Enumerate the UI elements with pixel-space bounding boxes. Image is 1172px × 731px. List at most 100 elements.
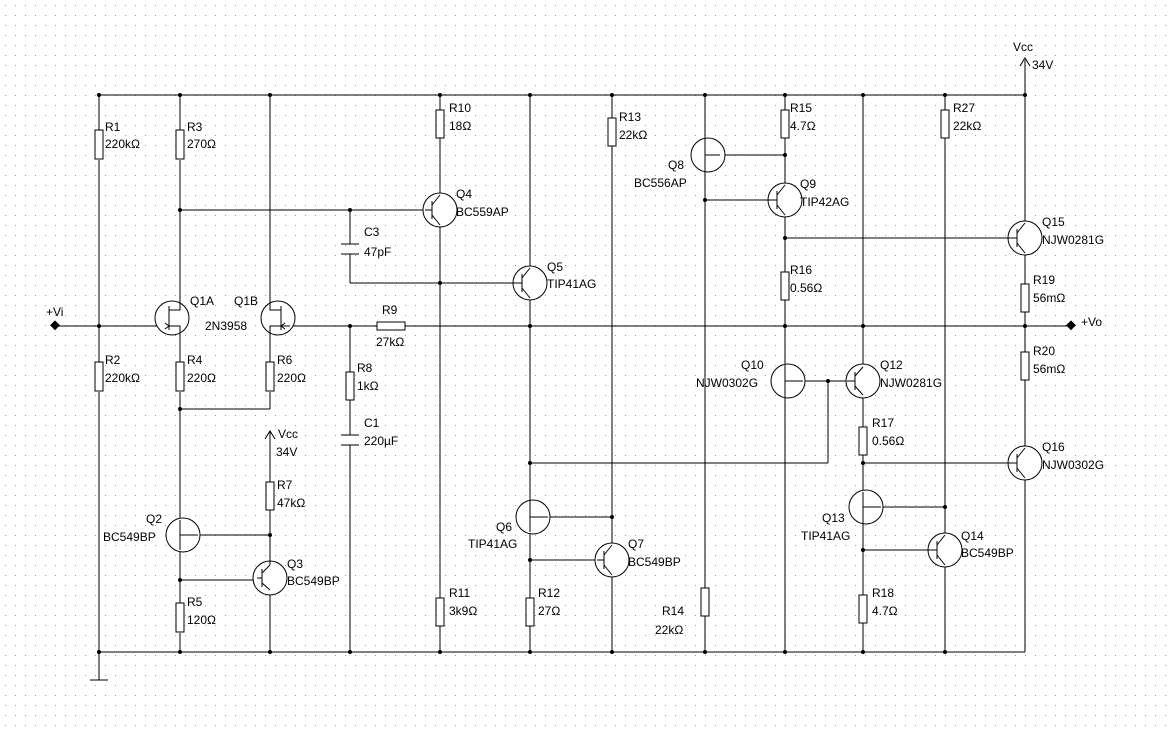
resistor-r7-ref: R7 — [277, 478, 293, 492]
input-port[interactable]: +Vi — [46, 305, 63, 331]
resistor-r1[interactable]: R1 220kΩ — [94, 120, 140, 160]
resistor-r5[interactable]: R5 120Ω — [175, 595, 216, 633]
transistor-q13-value: TIP41AG — [801, 529, 850, 543]
resistor-r17[interactable]: R17 0.56Ω — [858, 416, 904, 456]
output-port[interactable]: +Vo — [1066, 315, 1102, 331]
resistor-r19-ref: R19 — [1033, 273, 1055, 287]
resistor-r11-ref: R11 — [449, 586, 470, 600]
input-port-label: +Vi — [46, 305, 63, 319]
resistor-r18-ref: R18 — [872, 586, 894, 600]
junction-dots — [97, 93, 1027, 654]
resistor-r3[interactable]: R3 270Ω — [175, 120, 216, 160]
transistor-q3-ref: Q3 — [287, 557, 303, 571]
resistor-r14-ref: R14 — [662, 604, 684, 618]
resistor-r14-value: 22kΩ — [655, 623, 683, 637]
output-port-label: +Vo — [1081, 315, 1102, 329]
transistor-q1a-ref: Q1A — [190, 294, 214, 308]
resistor-r9-value: 27kΩ — [376, 335, 404, 349]
capacitor-c1[interactable]: C1 220µF — [341, 416, 398, 448]
resistor-r8[interactable]: R8 1kΩ — [345, 361, 379, 401]
resistor-r12[interactable]: R12 27Ω — [525, 586, 560, 627]
transistor-q9-value: TIP42AG — [800, 195, 849, 209]
resistor-r4[interactable]: R4 220Ω — [175, 353, 216, 392]
resistor-r15-ref: R15 — [790, 101, 812, 115]
resistor-r16[interactable]: R16 0.56Ω — [780, 263, 822, 301]
resistor-r4-ref: R4 — [187, 353, 203, 367]
transistor-q4[interactable]: Q4 BC559AP — [422, 187, 509, 228]
transistor-q9[interactable]: Q9 TIP42AG — [765, 177, 849, 218]
resistor-r13-ref: R13 — [619, 110, 641, 124]
transistor-q6-value: TIP41AG — [468, 537, 517, 551]
resistor-r7[interactable]: R7 47kΩ — [265, 478, 305, 511]
transistor-q12[interactable]: Q12 NJW0281G — [845, 358, 942, 399]
resistor-r8-value: 1kΩ — [357, 379, 379, 393]
transistor-q8[interactable]: Q8 BC556AP — [634, 137, 726, 190]
transistor-q13[interactable]: Q13 TIP41AG — [801, 489, 884, 543]
resistor-r11[interactable]: R11 3k9Ω — [435, 586, 477, 627]
transistor-q5-value: TIP41AG — [547, 277, 596, 291]
resistor-r20[interactable]: R20 56mΩ — [1020, 344, 1065, 381]
capacitor-c1-ref: C1 — [364, 416, 380, 430]
wires — [55, 57, 1068, 681]
resistor-r7-value: 47kΩ — [277, 496, 305, 510]
transistor-q6-ref: Q6 — [496, 520, 512, 534]
vcc-supply-local: Vcc 34V — [276, 427, 298, 459]
transistor-q14[interactable]: Q14 BC549BP — [927, 529, 1014, 568]
resistor-r2[interactable]: R2 220kΩ — [94, 353, 140, 392]
resistor-r10[interactable]: R10 18Ω — [435, 101, 471, 139]
transistor-q2-ref: Q2 — [146, 512, 162, 526]
transistor-q1b-value: 2N3958 — [205, 319, 247, 333]
transistor-q15-ref: Q15 — [1042, 215, 1065, 229]
capacitor-c3-ref: C3 — [364, 225, 380, 239]
transistor-q7[interactable]: Q7 BC549BP — [594, 537, 681, 578]
transistor-q8-ref: Q8 — [668, 158, 684, 172]
capacitor-c1-value: 220µF — [364, 434, 398, 448]
resistor-r8-ref: R8 — [357, 361, 373, 375]
resistor-r20-value: 56mΩ — [1033, 362, 1065, 376]
resistor-r20-ref: R20 — [1033, 344, 1055, 358]
resistor-r9-ref: R9 — [382, 303, 398, 317]
resistor-r10-value: 18Ω — [449, 119, 471, 133]
capacitor-c3[interactable]: C3 47pF — [341, 225, 391, 259]
resistor-r3-value: 270Ω — [187, 137, 216, 151]
transistor-q10-ref: Q10 — [741, 358, 764, 372]
resistor-r6-value: 220Ω — [277, 371, 306, 385]
resistor-r19[interactable]: R19 56mΩ — [1020, 273, 1065, 313]
transistor-q5[interactable]: Q5 TIP41AG — [512, 260, 596, 301]
transistor-q3[interactable]: Q3 BC549BP — [252, 535, 340, 596]
resistor-r13[interactable]: R13 22kΩ — [607, 110, 647, 147]
transistor-q16-ref: Q16 — [1042, 440, 1065, 454]
resistor-r2-ref: R2 — [105, 353, 121, 367]
resistor-r13-value: 22kΩ — [619, 128, 647, 142]
transistor-q2[interactable]: Q2 BC549BP — [103, 512, 201, 553]
transistor-q14-ref: Q14 — [961, 529, 984, 543]
transistor-q7-ref: Q7 — [628, 537, 644, 551]
transistor-q10-value: NJW0302G — [696, 376, 758, 390]
transistor-q16[interactable]: Q16 NJW0302G — [1007, 440, 1104, 481]
resistor-r15-value: 4.7Ω — [790, 119, 816, 133]
resistor-r6-ref: R6 — [277, 353, 293, 367]
resistor-r27[interactable]: R27 22kΩ — [940, 101, 981, 139]
resistor-r15[interactable]: R15 4.7Ω — [780, 101, 816, 139]
resistor-r2-value: 220kΩ — [105, 371, 140, 385]
transistor-q15[interactable]: Q15 NJW0281G — [1007, 215, 1104, 256]
resistor-r19-value: 56mΩ — [1033, 291, 1065, 305]
resistor-r11-value: 3k9Ω — [449, 604, 477, 618]
vcc-local-value: 34V — [276, 445, 297, 459]
transistor-q12-ref: Q12 — [880, 358, 903, 372]
resistor-r1-value: 220kΩ — [105, 137, 140, 151]
transistor-q8-value: BC556AP — [634, 176, 687, 190]
transistor-q1b[interactable]: Q1B 2N3958 — [205, 294, 296, 350]
resistor-r9[interactable]: R9 27kΩ — [376, 303, 406, 349]
transistor-q6[interactable]: Q6 TIP41AG — [468, 499, 551, 551]
resistor-r16-ref: R16 — [790, 263, 812, 277]
transistor-q10[interactable]: Q10 NJW0302G — [696, 358, 806, 399]
resistor-r16-value: 0.56Ω — [790, 281, 822, 295]
resistor-r14[interactable]: R14 22kΩ — [655, 587, 710, 637]
transistor-q1a[interactable]: Q1A — [154, 294, 214, 350]
transistor-q4-ref: Q4 — [456, 187, 472, 201]
transistor-q5-ref: Q5 — [547, 260, 563, 274]
resistor-r18[interactable]: R18 4.7Ω — [858, 586, 898, 624]
resistor-r6[interactable]: R6 220Ω — [265, 353, 306, 392]
